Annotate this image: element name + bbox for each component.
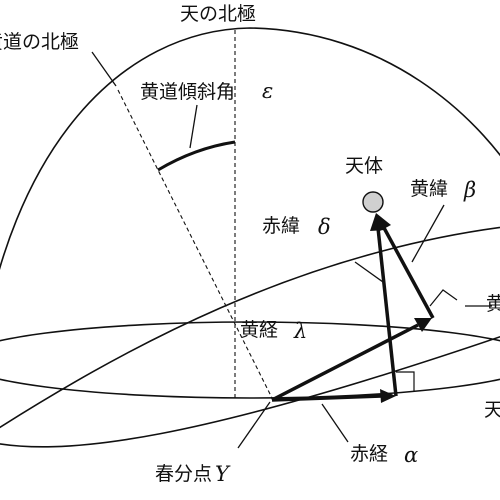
ecliptic-longitude-symbol: λ	[293, 319, 307, 343]
ecliptic-longitude-arrow	[271, 323, 419, 402]
ecliptic-latitude-arrow	[381, 225, 435, 319]
right-ascension-label: 赤経	[350, 443, 388, 465]
celestial-equator	[0, 321, 500, 399]
celestial-sphere-outline	[0, 27, 500, 271]
vernal-equinox-label: 春分点	[155, 463, 212, 485]
declination-leader	[354, 261, 384, 283]
ecliptic-latitude-label: 黄緯	[410, 178, 448, 200]
ecliptic-pole-axis	[117, 89, 273, 399]
ecliptic-longitude-label: 黄経	[240, 319, 278, 341]
declination-arrow	[376, 227, 398, 397]
right-angle-marker-equator	[396, 371, 415, 392]
obliquity-leader	[189, 104, 198, 149]
celestial-body-label: 天体	[345, 155, 383, 177]
ecliptic-latitude-leader	[411, 204, 445, 263]
celestial-north-pole-label: 天の北極	[180, 3, 256, 25]
ecliptic-north-pole-label: 黄道の北極	[0, 31, 79, 53]
declination-symbol: δ	[318, 215, 331, 239]
ecliptic-latitude-symbol: β	[463, 178, 476, 202]
right-angle-marker-ecliptic	[429, 289, 458, 307]
equator-edge-label: 天	[484, 399, 500, 421]
right-ascension-leader	[321, 403, 349, 443]
right-ascension-symbol: α	[404, 443, 418, 467]
ecliptic-pole-leader	[91, 51, 117, 87]
obliquity-arc	[157, 140, 236, 172]
right-ascension-arrowhead	[380, 389, 396, 403]
vernal-equinox-leader	[237, 401, 271, 449]
ecliptic-circle	[0, 226, 500, 429]
ecliptic-edge-label: 黄	[486, 293, 500, 315]
ecliptic-longitude-arrowhead	[414, 318, 432, 332]
right-ascension-arrow	[271, 394, 383, 402]
obliquity-symbol: ε	[262, 79, 273, 103]
ecliptic-circle-back	[0, 335, 500, 448]
ecliptic-latitude-arrowhead	[376, 213, 391, 232]
obliquity-label: 黄道傾斜角	[140, 81, 235, 103]
vernal-equinox-symbol: Υ	[215, 462, 231, 486]
celestial-body-dot	[362, 191, 384, 213]
declination-label: 赤緯	[262, 215, 300, 237]
